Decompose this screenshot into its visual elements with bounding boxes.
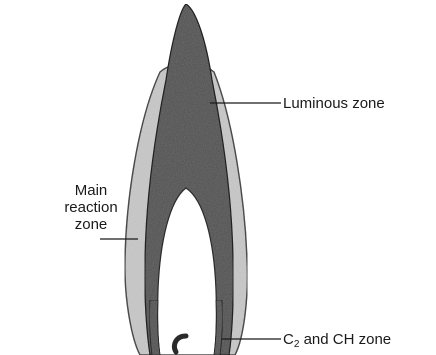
c2-ch-zone-label-prefix: C bbox=[283, 331, 294, 348]
c2-ch-zone-label-suffix: and CH zone bbox=[299, 331, 391, 348]
main-reaction-zone-label-line-2: reaction bbox=[60, 199, 122, 216]
main-reaction-zone-label-line-1: Main bbox=[60, 182, 122, 199]
luminous-zone-label: Luminous zone bbox=[283, 95, 385, 112]
main-reaction-zone-label: Main reaction zone bbox=[60, 182, 122, 233]
main-reaction-zone-label-line-3: zone bbox=[60, 216, 122, 233]
c2-ch-zone-label: C2 and CH zone bbox=[283, 331, 391, 348]
